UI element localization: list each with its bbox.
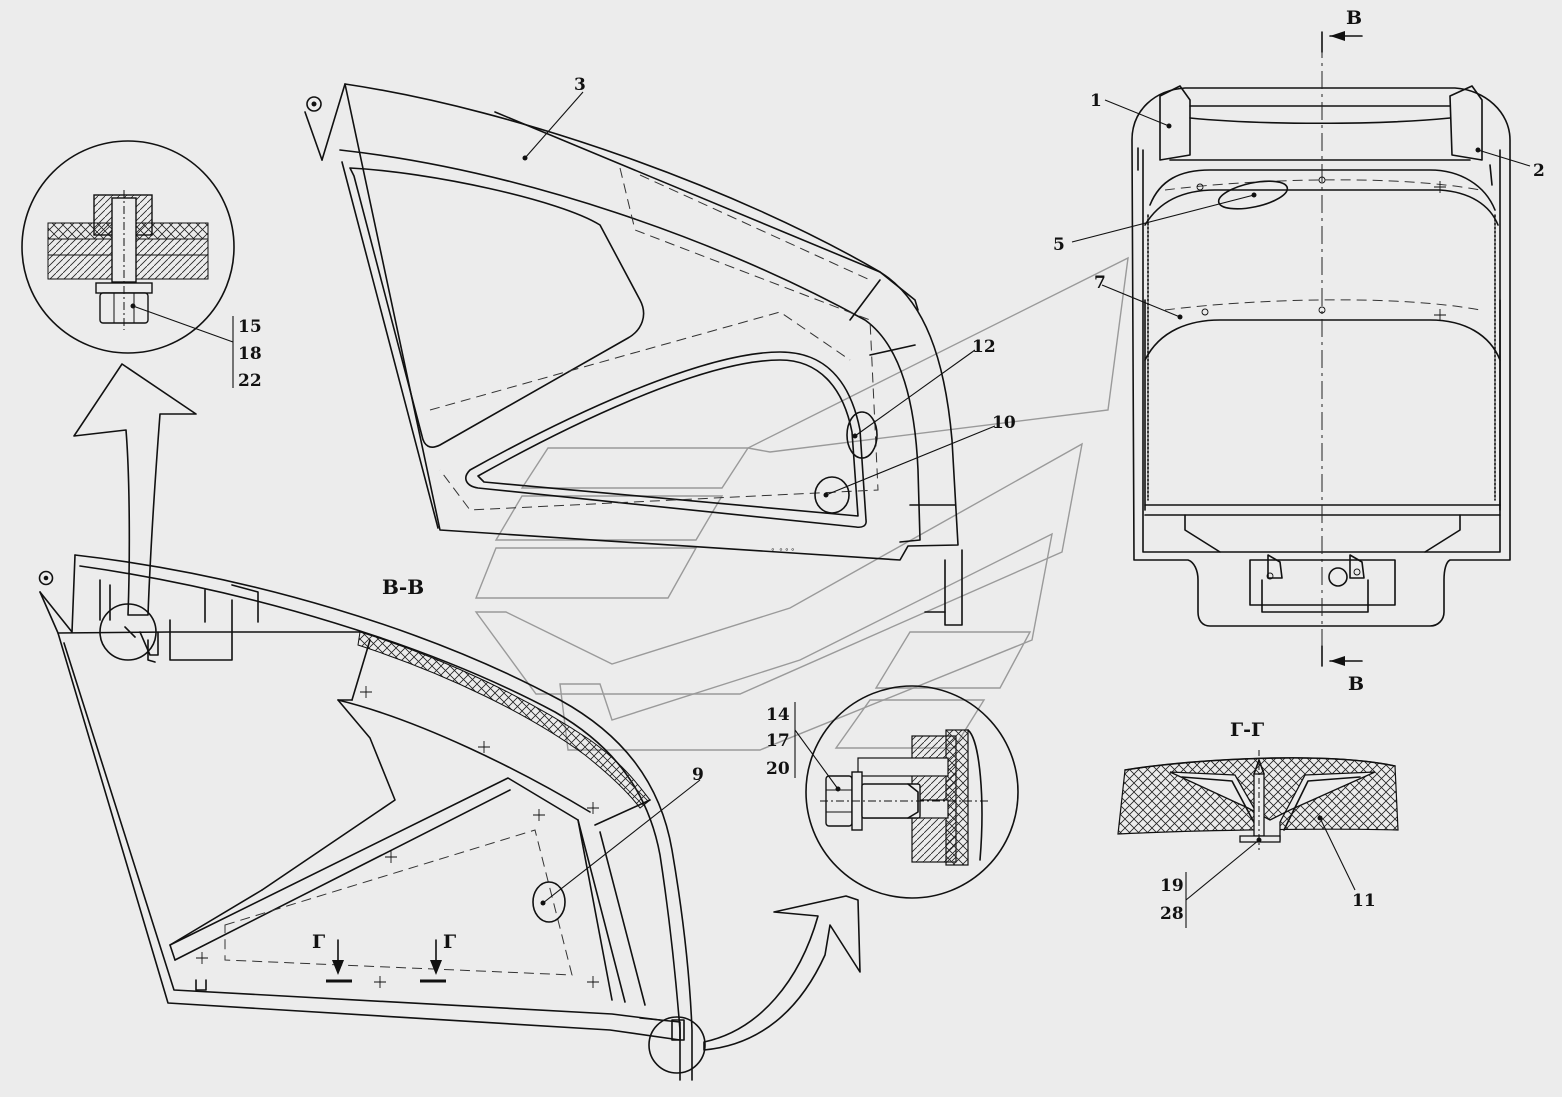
callout-3: 3 bbox=[574, 75, 586, 95]
section-g-marker-left: Г bbox=[312, 931, 325, 953]
callout-14: 14 bbox=[766, 705, 790, 725]
labels: 3 1 2 5 7 12 10 9 11 15 18 22 14 17 20 1… bbox=[238, 7, 1545, 953]
section-view-gg bbox=[1117, 750, 1399, 850]
detail-bolt-joint bbox=[21, 140, 235, 616]
callout-5: 5 bbox=[1053, 235, 1065, 255]
section-b-marker-bottom: В bbox=[1348, 673, 1364, 695]
callout-11: 11 bbox=[1352, 891, 1376, 911]
callout-17: 17 bbox=[766, 731, 790, 751]
section-gg-label: Г-Г bbox=[1230, 719, 1264, 741]
callout-19: 19 bbox=[1160, 876, 1184, 896]
front-view bbox=[1131, 31, 1511, 667]
callout-18: 18 bbox=[238, 344, 262, 364]
section-g-marker-right: Г bbox=[443, 931, 456, 953]
callout-9: 9 bbox=[692, 765, 704, 785]
callout-1: 1 bbox=[1090, 91, 1102, 111]
svg-text:⚬ ⚬⚬⚬: ⚬ ⚬⚬⚬ bbox=[770, 546, 796, 554]
watermark-logo bbox=[474, 256, 1129, 751]
side-panel-view: ⚬ ⚬⚬⚬ bbox=[304, 83, 963, 626]
section-b-marker-top: В bbox=[1346, 7, 1362, 29]
callout-22: 22 bbox=[238, 371, 262, 391]
callout-15: 15 bbox=[238, 317, 262, 337]
section-view-bb bbox=[38, 554, 861, 1081]
section-bb-label: В-В bbox=[382, 575, 424, 599]
leader-lines bbox=[132, 91, 1531, 928]
callout-10: 10 bbox=[992, 413, 1016, 433]
callout-20: 20 bbox=[766, 759, 790, 779]
callout-28: 28 bbox=[1160, 904, 1184, 924]
callout-7: 7 bbox=[1094, 273, 1106, 293]
detail-fastener bbox=[805, 685, 1019, 899]
callout-12: 12 bbox=[972, 337, 996, 357]
callout-2: 2 bbox=[1533, 161, 1545, 181]
